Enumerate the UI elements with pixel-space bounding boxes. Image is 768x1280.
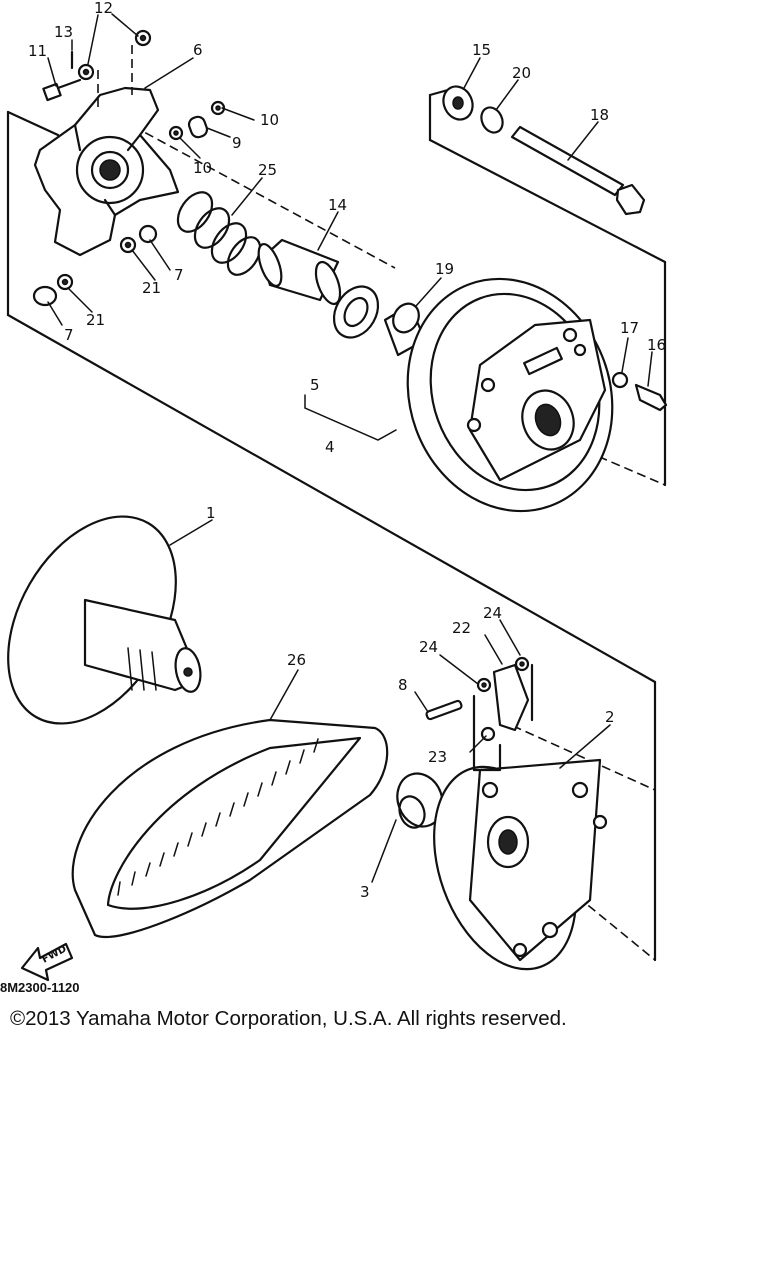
label-6: 6 <box>193 41 203 59</box>
sleeve-part <box>257 238 342 306</box>
bolt-hardware-right <box>442 85 668 412</box>
label-11: 11 <box>28 42 47 60</box>
label-17: 17 <box>620 319 639 337</box>
label-10-b: 10 <box>193 159 212 177</box>
label-10-a: 10 <box>260 111 279 129</box>
label-12: 12 <box>94 0 113 17</box>
label-19: 19 <box>435 260 454 278</box>
label-4: 4 <box>325 438 335 456</box>
label-16: 16 <box>647 336 666 354</box>
label-1: 1 <box>206 504 216 522</box>
label-24-a: 24 <box>483 604 502 622</box>
label-22: 22 <box>452 619 471 637</box>
assembly-boundary-lines <box>6 86 667 962</box>
label-21-a: 21 <box>142 279 161 297</box>
copyright-text: ©2013 Yamaha Motor Corporation, U.S.A. A… <box>10 1007 567 1030</box>
label-26: 26 <box>287 651 306 669</box>
label-3: 3 <box>360 883 370 901</box>
label-24-b: 24 <box>419 638 438 656</box>
label-7-b: 7 <box>64 326 74 344</box>
small-hardware-top <box>32 29 226 307</box>
sheave-arm-part <box>396 758 608 971</box>
bushing-collar-parts <box>332 285 427 357</box>
spring-part <box>176 191 262 276</box>
label-7-a: 7 <box>174 266 184 284</box>
drawing-code: 8M2300-1120 <box>0 980 80 995</box>
spider-hub-part <box>33 45 180 257</box>
label-21-b: 21 <box>86 311 105 329</box>
label-15: 15 <box>472 41 491 59</box>
label-23: 23 <box>428 748 447 766</box>
fixed-sheave-part <box>7 515 202 725</box>
label-2: 2 <box>605 708 615 726</box>
label-25: 25 <box>258 161 277 179</box>
movable-sheave-part <box>406 277 614 513</box>
label-5: 5 <box>310 376 320 394</box>
fwd-arrow-icon: FWD <box>20 942 74 982</box>
label-13: 13 <box>54 23 73 41</box>
v-belt-part <box>71 718 389 939</box>
leader-lines <box>47 13 653 883</box>
label-20: 20 <box>512 64 531 82</box>
label-18: 18 <box>590 106 609 124</box>
label-14: 14 <box>328 196 347 214</box>
part-labels: 12 13 11 6 10 9 10 25 14 15 20 18 19 7 2… <box>28 0 666 901</box>
label-8: 8 <box>398 676 408 694</box>
weight-lever-hardware <box>425 656 534 772</box>
label-9: 9 <box>232 134 242 152</box>
